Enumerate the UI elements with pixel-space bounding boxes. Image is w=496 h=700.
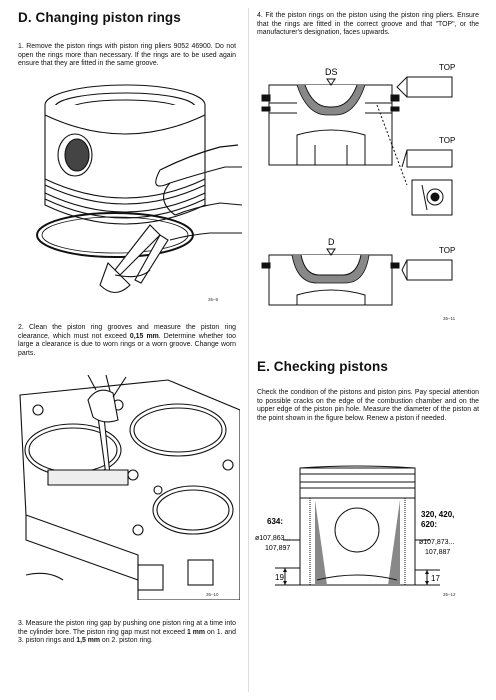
right-model-label-1: 320, 420, [421, 510, 454, 519]
ds-label: DS [325, 67, 338, 77]
d-label: D [328, 237, 335, 247]
right-diameter-max: 107,887 [425, 549, 450, 556]
figure-1-number: 35–9 [208, 297, 219, 302]
top-label-2: TOP [439, 136, 455, 145]
section-e-title: E. Checking pistons [257, 359, 388, 374]
right-diameter-min: ø107,873... [419, 539, 454, 546]
ring-orientation-figure: DS D TOP TOP TOP [261, 63, 455, 306]
figure-4-number: 35–12 [443, 592, 456, 597]
piston-ring-removal-figure [36, 84, 242, 294]
right-height-dim: 17 [431, 574, 440, 583]
left-height-dim: 19 [275, 573, 284, 582]
step-4-text: 4. Fit the piston rings on the piston us… [257, 12, 479, 37]
figure-2-number: 35–10 [206, 592, 219, 597]
section-d-title: D. Changing piston rings [18, 10, 181, 25]
ring-clearance-figure [19, 375, 240, 600]
left-diameter-min: ø107,863... [255, 535, 290, 542]
section-e-body: Check the condition of the pistons and p… [257, 389, 479, 422]
step-2-text: 2. Clean the piston ring grooves and mea… [18, 324, 236, 357]
right-model-label-2: 620: [421, 520, 437, 529]
piston-measurement-figure: 634: ø107,863... 107,897 19 320, 420, 62… [255, 465, 454, 586]
left-model-label: 634: [267, 517, 283, 526]
column-divider [248, 8, 249, 692]
top-label-3: TOP [439, 246, 455, 255]
step-1-text: 1. Remove the piston rings with piston r… [18, 43, 236, 68]
left-diameter-max: 107,897 [265, 545, 290, 552]
top-label-1: TOP [439, 63, 455, 72]
step-3-text: 3. Measure the piston ring gap by pushin… [18, 620, 236, 645]
figure-3-number: 35–11 [443, 316, 456, 321]
